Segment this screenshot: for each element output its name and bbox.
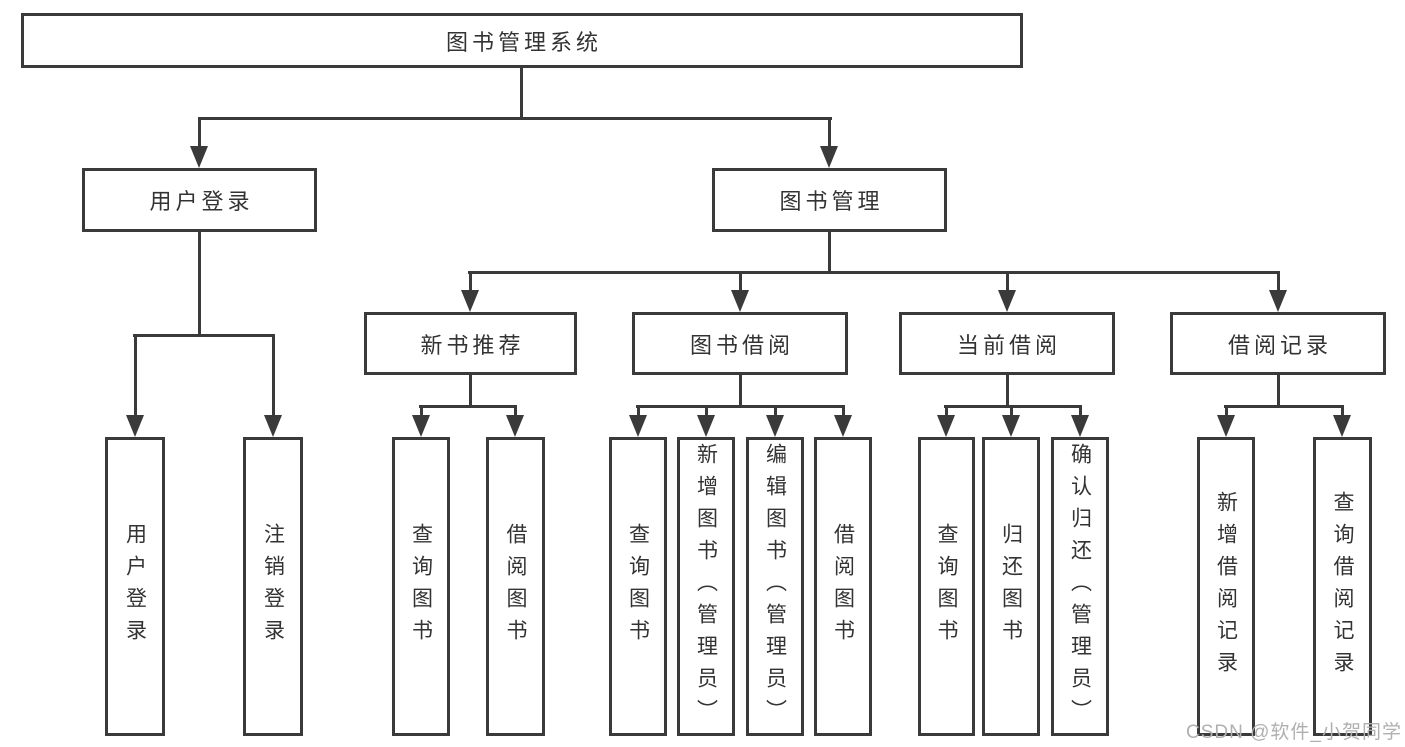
connector-arrow-down <box>731 290 749 312</box>
connector-line <box>198 116 832 120</box>
node-book-borrowing: 图书借阅 <box>632 312 848 375</box>
node-book-management-label: 图书管理 <box>779 189 884 214</box>
leaf-logout: 注销登录 <box>243 437 303 736</box>
leaf-query-books-recommend-label: 查询图书 <box>409 522 433 651</box>
leaf-query-borrow-record: 查询借阅记录 <box>1313 437 1372 736</box>
leaf-borrow-books-recommend-label: 借阅图书 <box>504 522 527 651</box>
connector-line <box>944 406 948 418</box>
node-borrowing-records-label: 借阅记录 <box>1227 332 1332 358</box>
connector-line <box>197 232 201 335</box>
leaf-user-login: 用户登录 <box>105 437 165 736</box>
connector-arrow-down <box>1071 415 1089 437</box>
connector-line <box>197 118 201 148</box>
leaf-return-books-label: 归还图书 <box>999 522 1023 651</box>
connector-line <box>271 335 275 417</box>
leaf-edit-book-admin: 编辑图书（管理员） <box>746 437 804 736</box>
leaf-confirm-return-admin: 确认归还（管理员） <box>1051 437 1109 736</box>
connector-line <box>519 68 523 118</box>
connector-line <box>1224 406 1228 418</box>
node-current-borrowing-label: 当前借阅 <box>956 332 1061 358</box>
leaf-query-books-current: 查询图书 <box>918 437 975 736</box>
connector-line <box>513 406 517 418</box>
leaf-query-books-borrow-label: 查询图书 <box>626 522 650 651</box>
connector-line <box>1078 406 1082 418</box>
connector-line <box>738 375 742 408</box>
connector-arrow-down <box>1002 415 1020 437</box>
connector-line <box>944 404 1082 408</box>
connector-line <box>1340 406 1344 418</box>
leaf-borrow-books-borrow-label: 借阅图书 <box>831 522 855 651</box>
node-book-borrowing-label: 图书借阅 <box>689 332 794 358</box>
connector-line <box>1276 272 1280 292</box>
connector-line <box>468 272 472 292</box>
connector-arrow-down <box>190 146 208 168</box>
leaf-borrow-books-recommend: 借阅图书 <box>486 437 545 736</box>
connector-line <box>1276 375 1280 408</box>
connector-line <box>827 118 831 148</box>
leaf-add-book-admin: 新增图书（管理员） <box>677 437 735 736</box>
node-root: 图书管理系统 <box>21 13 1023 68</box>
connector-arrow-down <box>1217 415 1235 437</box>
connector-line <box>841 406 845 418</box>
connector-line <box>468 375 472 408</box>
connector-line <box>419 404 517 408</box>
leaf-query-borrow-record-label: 查询借阅记录 <box>1331 490 1354 683</box>
connector-arrow-down <box>126 415 144 437</box>
connector-arrow-down <box>264 415 282 437</box>
node-new-book-recommend-label: 新书推荐 <box>420 332 525 358</box>
connector-line <box>1005 272 1009 292</box>
connector-arrow-down <box>461 290 479 312</box>
connector-arrow-down <box>1333 415 1351 437</box>
leaf-borrow-books-borrow: 借阅图书 <box>814 437 872 736</box>
leaf-logout-label: 注销登录 <box>261 522 285 651</box>
leaf-edit-book-admin-label: 编辑图书（管理员） <box>763 442 787 731</box>
node-user-login: 用户登录 <box>82 168 317 232</box>
connector-arrow-down <box>834 415 852 437</box>
connector-line <box>133 333 275 337</box>
connector-arrow-down <box>697 415 715 437</box>
leaf-confirm-return-admin-label: 确认归还（管理员） <box>1068 442 1092 731</box>
leaf-query-books-current-label: 查询图书 <box>935 522 958 651</box>
connector-line <box>1224 404 1344 408</box>
connector-line <box>1005 375 1009 408</box>
leaf-query-books-borrow: 查询图书 <box>609 437 667 736</box>
leaf-add-borrow-record-label: 新增借阅记录 <box>1214 490 1238 683</box>
connector-arrow-down <box>998 290 1016 312</box>
connector-line <box>636 404 845 408</box>
connector-arrow-down <box>506 415 524 437</box>
node-book-management: 图书管理 <box>712 168 947 232</box>
node-current-borrowing: 当前借阅 <box>899 312 1115 375</box>
connector-line <box>133 335 137 417</box>
leaf-user-login-label: 用户登录 <box>123 522 147 651</box>
connector-arrow-down <box>412 415 430 437</box>
connector-line <box>419 406 423 418</box>
connector-line <box>773 406 777 418</box>
node-new-book-recommend: 新书推荐 <box>364 312 577 375</box>
leaf-add-borrow-record: 新增借阅记录 <box>1197 437 1255 736</box>
connector-arrow-down <box>820 146 838 168</box>
connector-line <box>827 232 831 274</box>
connector-line <box>636 406 640 418</box>
connector-arrow-down <box>1269 290 1287 312</box>
connector-arrow-down <box>937 415 955 437</box>
connector-line <box>1009 406 1013 418</box>
connector-arrow-down <box>766 415 784 437</box>
connector-line <box>738 272 742 292</box>
csdn-watermark: CSDN @软件_小贺同学 <box>1186 722 1402 743</box>
node-user-login-label: 用户登录 <box>149 189 254 214</box>
node-borrowing-records: 借阅记录 <box>1170 312 1386 375</box>
connector-line <box>704 406 708 418</box>
connector-line <box>468 270 1280 274</box>
leaf-return-books: 归还图书 <box>982 437 1040 736</box>
leaf-add-book-admin-label: 新增图书（管理员） <box>694 442 718 731</box>
leaf-query-books-recommend: 查询图书 <box>392 437 450 736</box>
connector-arrow-down <box>629 415 647 437</box>
node-root-label: 图书管理系统 <box>445 29 602 55</box>
